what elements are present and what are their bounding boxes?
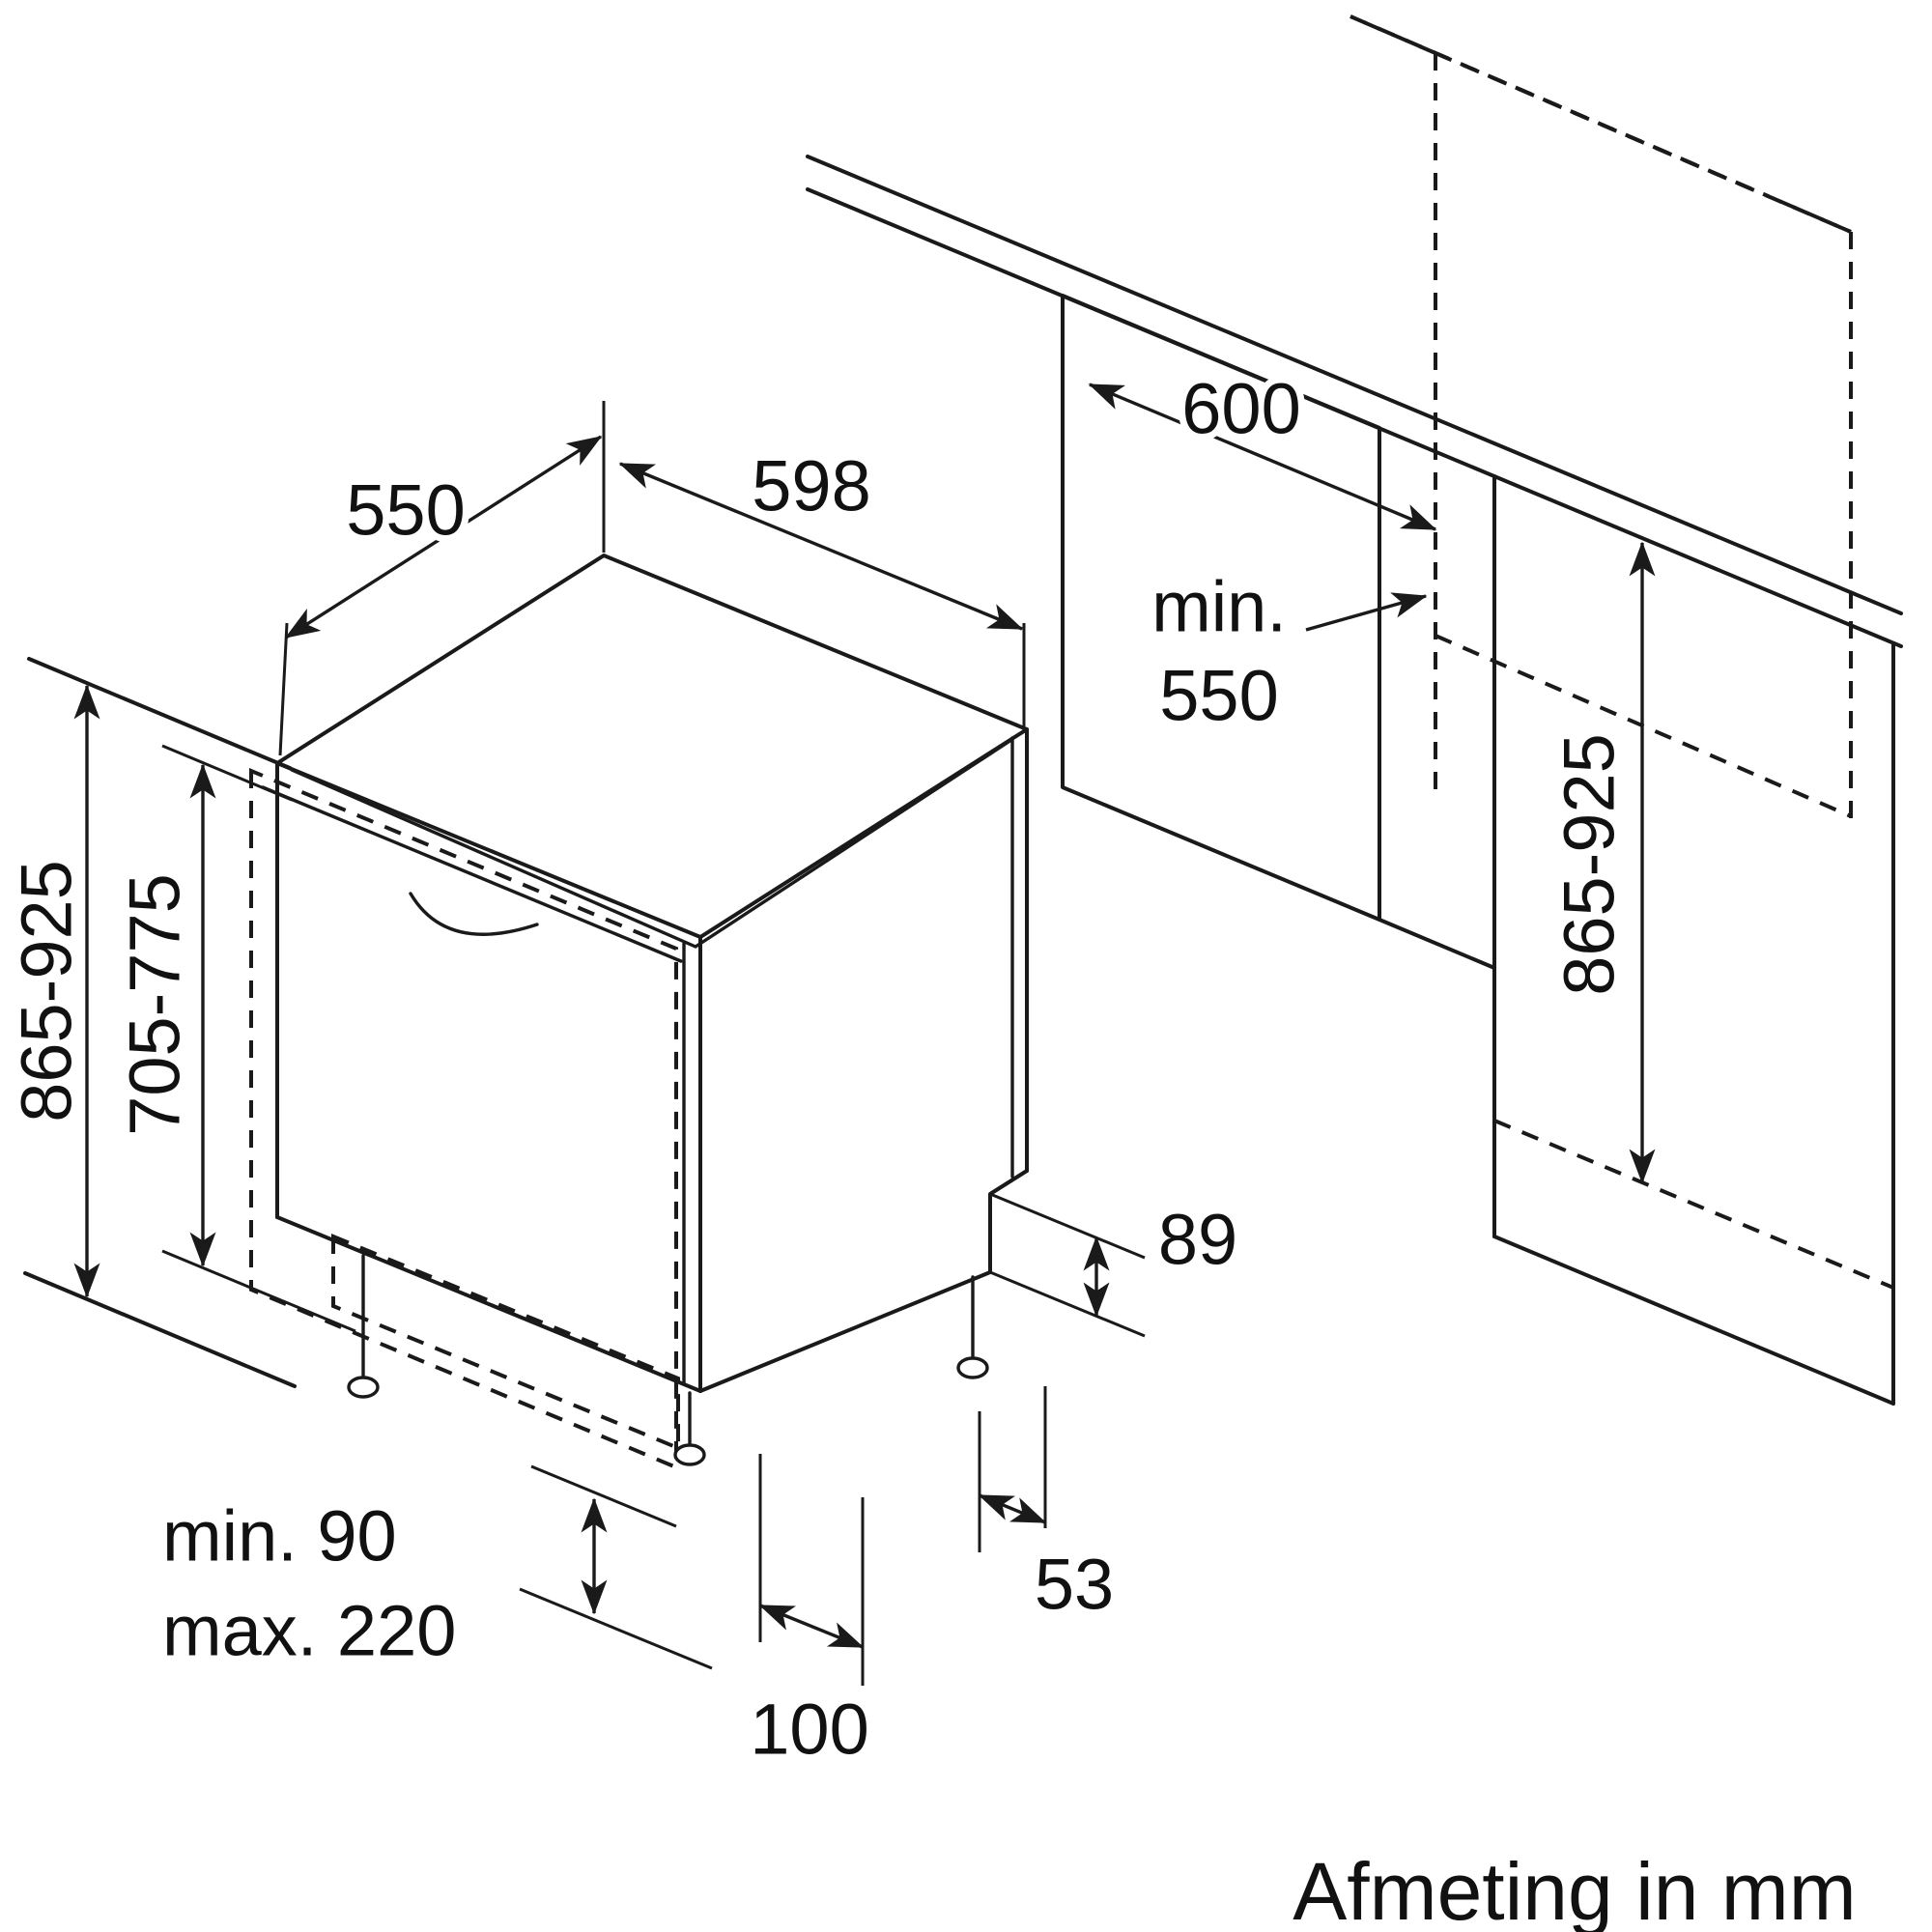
plinth-min-label: min. 90 [162, 1496, 397, 1577]
appliance-door-top-edge [261, 785, 683, 963]
worktop-depth-dimension-line [1088, 383, 1437, 531]
niche-dashed-depth-stub-right [1765, 193, 1852, 234]
niche-depth-prefix-label: min. [1151, 567, 1287, 647]
worktop-top-edge [806, 155, 1903, 615]
right-cabinet-plinth-line [1493, 1119, 1894, 1290]
rear-step-label: 89 [1158, 1200, 1237, 1280]
right-cabinet-bottom-edge [1492, 1235, 1895, 1406]
door-height-extension-top [161, 744, 293, 802]
door-handle-curve [409, 892, 539, 936]
middle-foot [673, 1443, 706, 1466]
niche-depth-value-label: 550 [1159, 656, 1278, 736]
plinth-extension-top [530, 1464, 677, 1528]
depth-extension-line [278, 622, 289, 756]
dishwasher-front-bottom-edge [275, 1215, 702, 1393]
niche-floor-edge [1378, 918, 1496, 970]
door-height-label: 705-775 [115, 873, 195, 1136]
rear-foot-offset-dimension-line [978, 1493, 1047, 1524]
left-foot [347, 1376, 380, 1399]
dishwasher-group [23, 554, 1029, 1471]
adjustable-feet [347, 1254, 989, 1466]
rear-step-extension-bottom [989, 1270, 1146, 1338]
niche-dashed-back-top-edge [1350, 14, 1767, 197]
worktop-depth-label: 600 [1181, 369, 1300, 449]
front-foot-offset-dimension-line [758, 1604, 865, 1649]
niche-dashed-top-edge [1435, 51, 1852, 234]
dimension-annotations: 550 598 600 min. 550 865-925 865-925 705… [0, 362, 1656, 1776]
niche-depth-arrow [1305, 592, 1428, 632]
rear-step-extension-top [989, 1192, 1146, 1260]
depth-dimension-label: 550 [346, 470, 465, 551]
plinth-dashed-outline [331, 1234, 680, 1451]
dishwasher-top-face [275, 554, 1029, 939]
niche-height-label: 865-925 [1549, 733, 1630, 996]
appliance-height-label: 865-925 [7, 860, 87, 1122]
rear-foot-offset-label: 53 [1035, 1545, 1114, 1625]
dishwasher-top-face-inner-edge [290, 738, 1013, 949]
plinth-max-label: max. 220 [162, 1591, 456, 1671]
depth-dimension-line [284, 435, 603, 639]
dishwasher-side-bottom-step [698, 1169, 1029, 1393]
rear-foot [956, 1356, 989, 1379]
door-height-extension-bottom [161, 1249, 356, 1333]
units-caption: Afmeting in mm [1293, 1846, 1857, 1932]
top-reference-line [27, 657, 292, 770]
width-dimension-label: 598 [752, 446, 870, 526]
cabinet-niche-group [806, 14, 1903, 1406]
front-foot-offset-label: 100 [750, 1690, 868, 1770]
width-dimension-line [618, 462, 1024, 631]
furniture-door-dashed-outline [249, 767, 678, 1471]
floor-reference-line [23, 1271, 297, 1388]
plinth-extension-bottom [519, 1587, 713, 1670]
